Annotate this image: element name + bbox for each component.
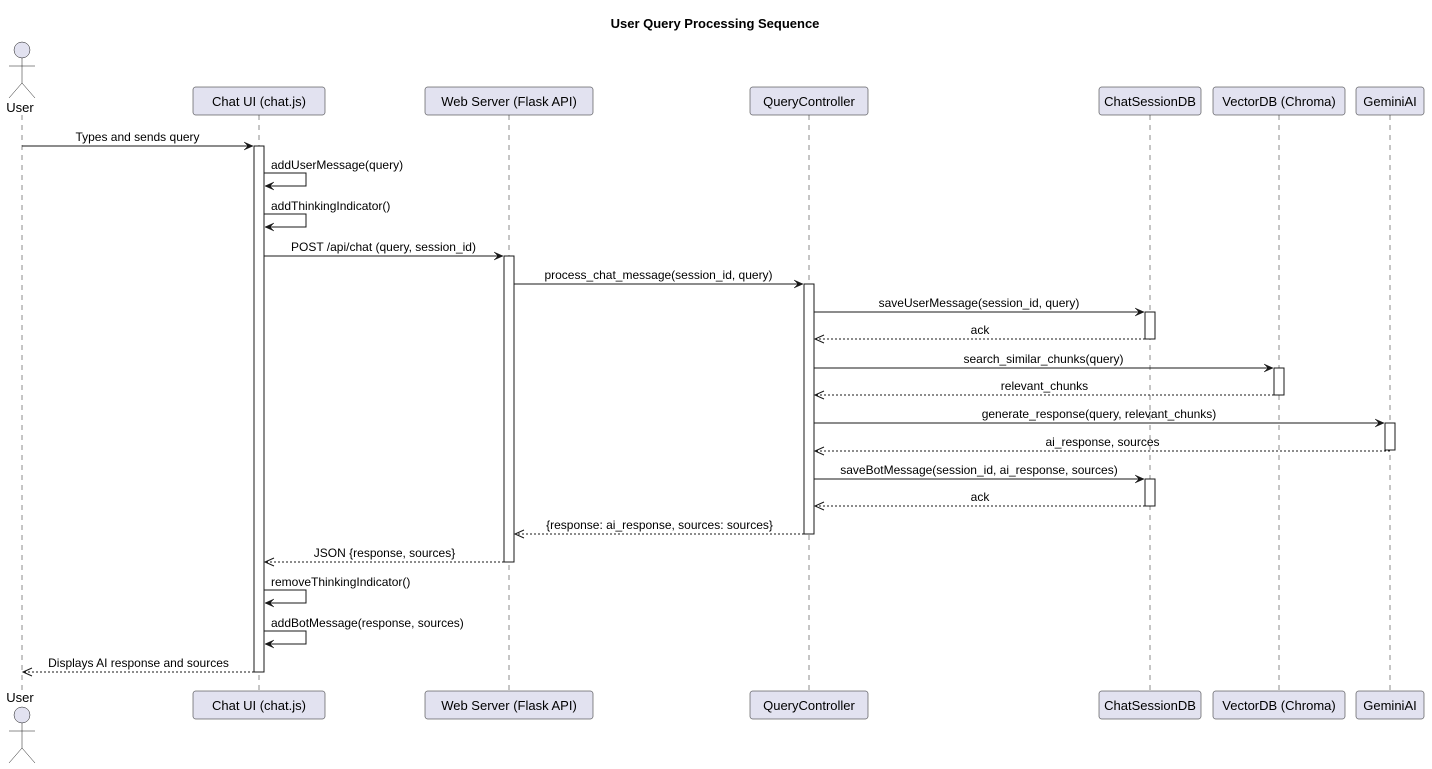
message-6: ack xyxy=(813,323,1145,344)
participant-csdb-top: ChatSessionDB xyxy=(1098,86,1202,116)
participant-gem-top: GeminiAI xyxy=(1355,86,1425,116)
activation-bar-gem xyxy=(1384,422,1396,451)
participant-qc-bottom: QueryController xyxy=(749,690,869,720)
message-7: search_similar_chunks(query) xyxy=(814,352,1274,373)
message-label: search_similar_chunks(query) xyxy=(963,352,1123,366)
participant-label: ChatSessionDB xyxy=(1104,94,1196,109)
participant-vdb-bottom: VectorDB (Chroma) xyxy=(1212,690,1346,720)
message-3: POST /api/chat (query, session_id) xyxy=(264,240,504,261)
actor-figure-icon xyxy=(8,41,36,99)
message-0: Types and sends query xyxy=(22,130,254,151)
participant-label: GeminiAI xyxy=(1363,94,1416,109)
message-14: JSON {response, sources} xyxy=(263,546,504,567)
message-label: saveBotMessage(session_id, ai_response, … xyxy=(840,463,1117,477)
message-label: generate_response(query, relevant_chunks… xyxy=(982,407,1217,421)
participant-web-top: Web Server (Flask API) xyxy=(424,86,594,116)
participant-chatui-top: Chat UI (chat.js) xyxy=(192,86,326,116)
activation-bar-qc xyxy=(803,283,815,535)
participant-label: QueryController xyxy=(763,94,855,109)
diagram-title: User Query Processing Sequence xyxy=(611,16,820,31)
message-2: addThinkingIndicator() xyxy=(264,199,390,232)
message-11: saveBotMessage(session_id, ai_response, … xyxy=(814,463,1145,484)
message-9: generate_response(query, relevant_chunks… xyxy=(814,407,1385,428)
participant-csdb-bottom: ChatSessionDB xyxy=(1098,690,1202,720)
activation-bar-chatui xyxy=(253,145,265,673)
message-8: relevant_chunks xyxy=(813,379,1274,400)
message-label: ai_response, sources xyxy=(1045,435,1159,449)
participant-chatui-bottom: Chat UI (chat.js) xyxy=(192,690,326,720)
message-12: ack xyxy=(813,490,1145,511)
participant-label: VectorDB (Chroma) xyxy=(1222,698,1335,713)
participant-vdb-top: VectorDB (Chroma) xyxy=(1212,86,1346,116)
activation-bar-web xyxy=(503,255,515,563)
participant-label: Chat UI (chat.js) xyxy=(212,698,306,713)
participant-label: Web Server (Flask API) xyxy=(441,698,577,713)
message-17: Displays AI response and sources xyxy=(21,656,254,677)
message-13: {response: ai_response, sources: sources… xyxy=(513,518,804,539)
message-label: relevant_chunks xyxy=(1001,379,1088,393)
message-label: Displays AI response and sources xyxy=(48,656,229,670)
activation-bar-vdb xyxy=(1273,367,1285,396)
message-15: removeThinkingIndicator() xyxy=(264,575,410,608)
actor-figure-icon xyxy=(8,706,36,764)
message-16: addBotMessage(response, sources) xyxy=(264,616,464,649)
message-label: addThinkingIndicator() xyxy=(271,199,390,213)
participant-label: QueryController xyxy=(763,698,855,713)
message-label: process_chat_message(session_id, query) xyxy=(544,268,772,282)
message-label: JSON {response, sources} xyxy=(314,546,455,560)
message-4: process_chat_message(session_id, query) xyxy=(514,268,804,289)
participant-label: Web Server (Flask API) xyxy=(441,94,577,109)
participant-label: User xyxy=(6,690,34,705)
participant-label: ChatSessionDB xyxy=(1104,698,1196,713)
participant-label: VectorDB (Chroma) xyxy=(1222,94,1335,109)
participant-gem-bottom: GeminiAI xyxy=(1355,690,1425,720)
participant-label: User xyxy=(6,100,34,115)
message-1: addUserMessage(query) xyxy=(264,158,403,191)
participant-user-bottom: User xyxy=(6,690,36,764)
message-label: ack xyxy=(971,490,991,504)
message-10: ai_response, sources xyxy=(813,435,1390,456)
participant-user-top: User xyxy=(6,41,36,115)
participant-qc-top: QueryController xyxy=(749,86,869,116)
message-label: ack xyxy=(971,323,991,337)
message-label: saveUserMessage(session_id, query) xyxy=(879,296,1080,310)
activation-bar-csdb xyxy=(1144,311,1156,340)
activation-bar-csdb xyxy=(1144,478,1156,507)
message-5: saveUserMessage(session_id, query) xyxy=(814,296,1145,317)
participant-label: GeminiAI xyxy=(1363,698,1416,713)
participant-web-bottom: Web Server (Flask API) xyxy=(424,690,594,720)
message-label: Types and sends query xyxy=(75,130,199,144)
message-label: addBotMessage(response, sources) xyxy=(271,616,464,630)
participant-label: Chat UI (chat.js) xyxy=(212,94,306,109)
message-label: POST /api/chat (query, session_id) xyxy=(291,240,476,254)
message-label: removeThinkingIndicator() xyxy=(271,575,410,589)
message-label: addUserMessage(query) xyxy=(271,158,403,172)
message-label: {response: ai_response, sources: sources… xyxy=(546,518,773,532)
